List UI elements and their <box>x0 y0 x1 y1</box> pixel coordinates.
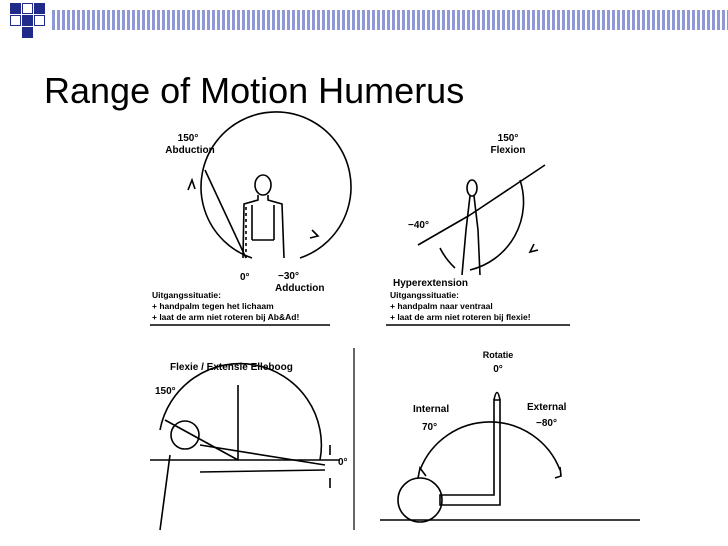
header-square-icon <box>10 15 21 26</box>
header-stripes <box>52 10 728 30</box>
elbow-value-0: 0° <box>338 457 348 468</box>
abduction-figure-head <box>254 174 272 196</box>
abduction-top-label: Abduction <box>165 145 214 156</box>
abduction-caption-line2: + laat de arm niet roteren bij Ab&Ad! <box>152 312 299 322</box>
flexion-caption-title: Uitgangssituatie: <box>390 290 459 300</box>
adduction-arrow-icon <box>309 229 320 239</box>
elbow-figure-head <box>170 420 200 450</box>
rotation-zero-label: 0° <box>493 364 503 375</box>
rotation-internal-label: Internal <box>413 404 449 415</box>
flexion-neg-label: Hyperextension <box>393 278 468 289</box>
internal-arrow-icon <box>417 466 427 479</box>
flexion-caption-line1: + handpalm naar ventraal <box>390 301 493 311</box>
rotation-figure-arm <box>439 399 501 506</box>
header-square-icon <box>22 27 33 38</box>
header-square-icon <box>34 3 45 14</box>
elbow-value-150: 150° <box>155 386 176 397</box>
abduction-caption-title: Uitgangssituatie: <box>152 290 221 300</box>
elbow-figure-arm <box>159 444 326 531</box>
abduction-zero-label: 0° <box>240 272 250 283</box>
slide-title: Range of Motion Humerus <box>44 70 465 111</box>
hyperextension-arm-line <box>417 214 471 246</box>
rotation-title: Rotatie <box>483 350 514 360</box>
flexion-top-label: Flexion <box>490 145 525 156</box>
elbow-arc <box>159 362 323 461</box>
flexion-diagram <box>417 164 546 276</box>
flexion-arc <box>469 179 525 271</box>
abduction-arc <box>200 111 352 259</box>
hyperextension-arc <box>439 247 456 269</box>
abduction-neg-label: Adduction <box>275 283 324 294</box>
header-square-icon <box>22 15 33 26</box>
rotation-internal-value: 70° <box>422 422 437 433</box>
flexion-figure-body <box>461 195 481 276</box>
rotation-external-value: −80° <box>536 418 557 429</box>
elbow-title: Flexie / Extensie Elleboog <box>170 362 293 373</box>
decorative-header-bar <box>0 0 728 40</box>
rotation-external-label: External <box>527 402 567 413</box>
abduction-arm-line <box>204 169 247 259</box>
flexion-neg-value: −40° <box>408 220 429 231</box>
rotation-figure-hand <box>493 391 501 401</box>
header-square-icon <box>22 3 33 14</box>
abduction-diagram <box>187 111 352 259</box>
rotation-diagram <box>380 391 640 523</box>
flexion-arm-line <box>469 164 546 216</box>
abduction-arrow-icon <box>187 177 196 191</box>
header-square-icon <box>34 15 45 26</box>
rotation-arc <box>419 421 561 471</box>
rotation-figure-head <box>397 477 443 523</box>
flexion-caption-line2: + laat de arm niet roteren bij flexie! <box>390 312 531 322</box>
elbow-diagram <box>150 348 355 531</box>
flexion-figure-head <box>466 179 478 197</box>
abduction-top-value: 150° <box>178 133 199 144</box>
external-arrow-icon <box>554 466 562 479</box>
elbow-flexion-line <box>164 419 239 461</box>
flexion-arrow-icon <box>528 243 539 254</box>
abduction-figure-body <box>242 195 285 259</box>
header-square-icon <box>10 3 21 14</box>
abduction-neg-value: −30° <box>278 271 299 282</box>
abduction-caption-line1: + handpalm tegen het lichaam <box>152 301 274 311</box>
flexion-top-value: 150° <box>498 133 519 144</box>
